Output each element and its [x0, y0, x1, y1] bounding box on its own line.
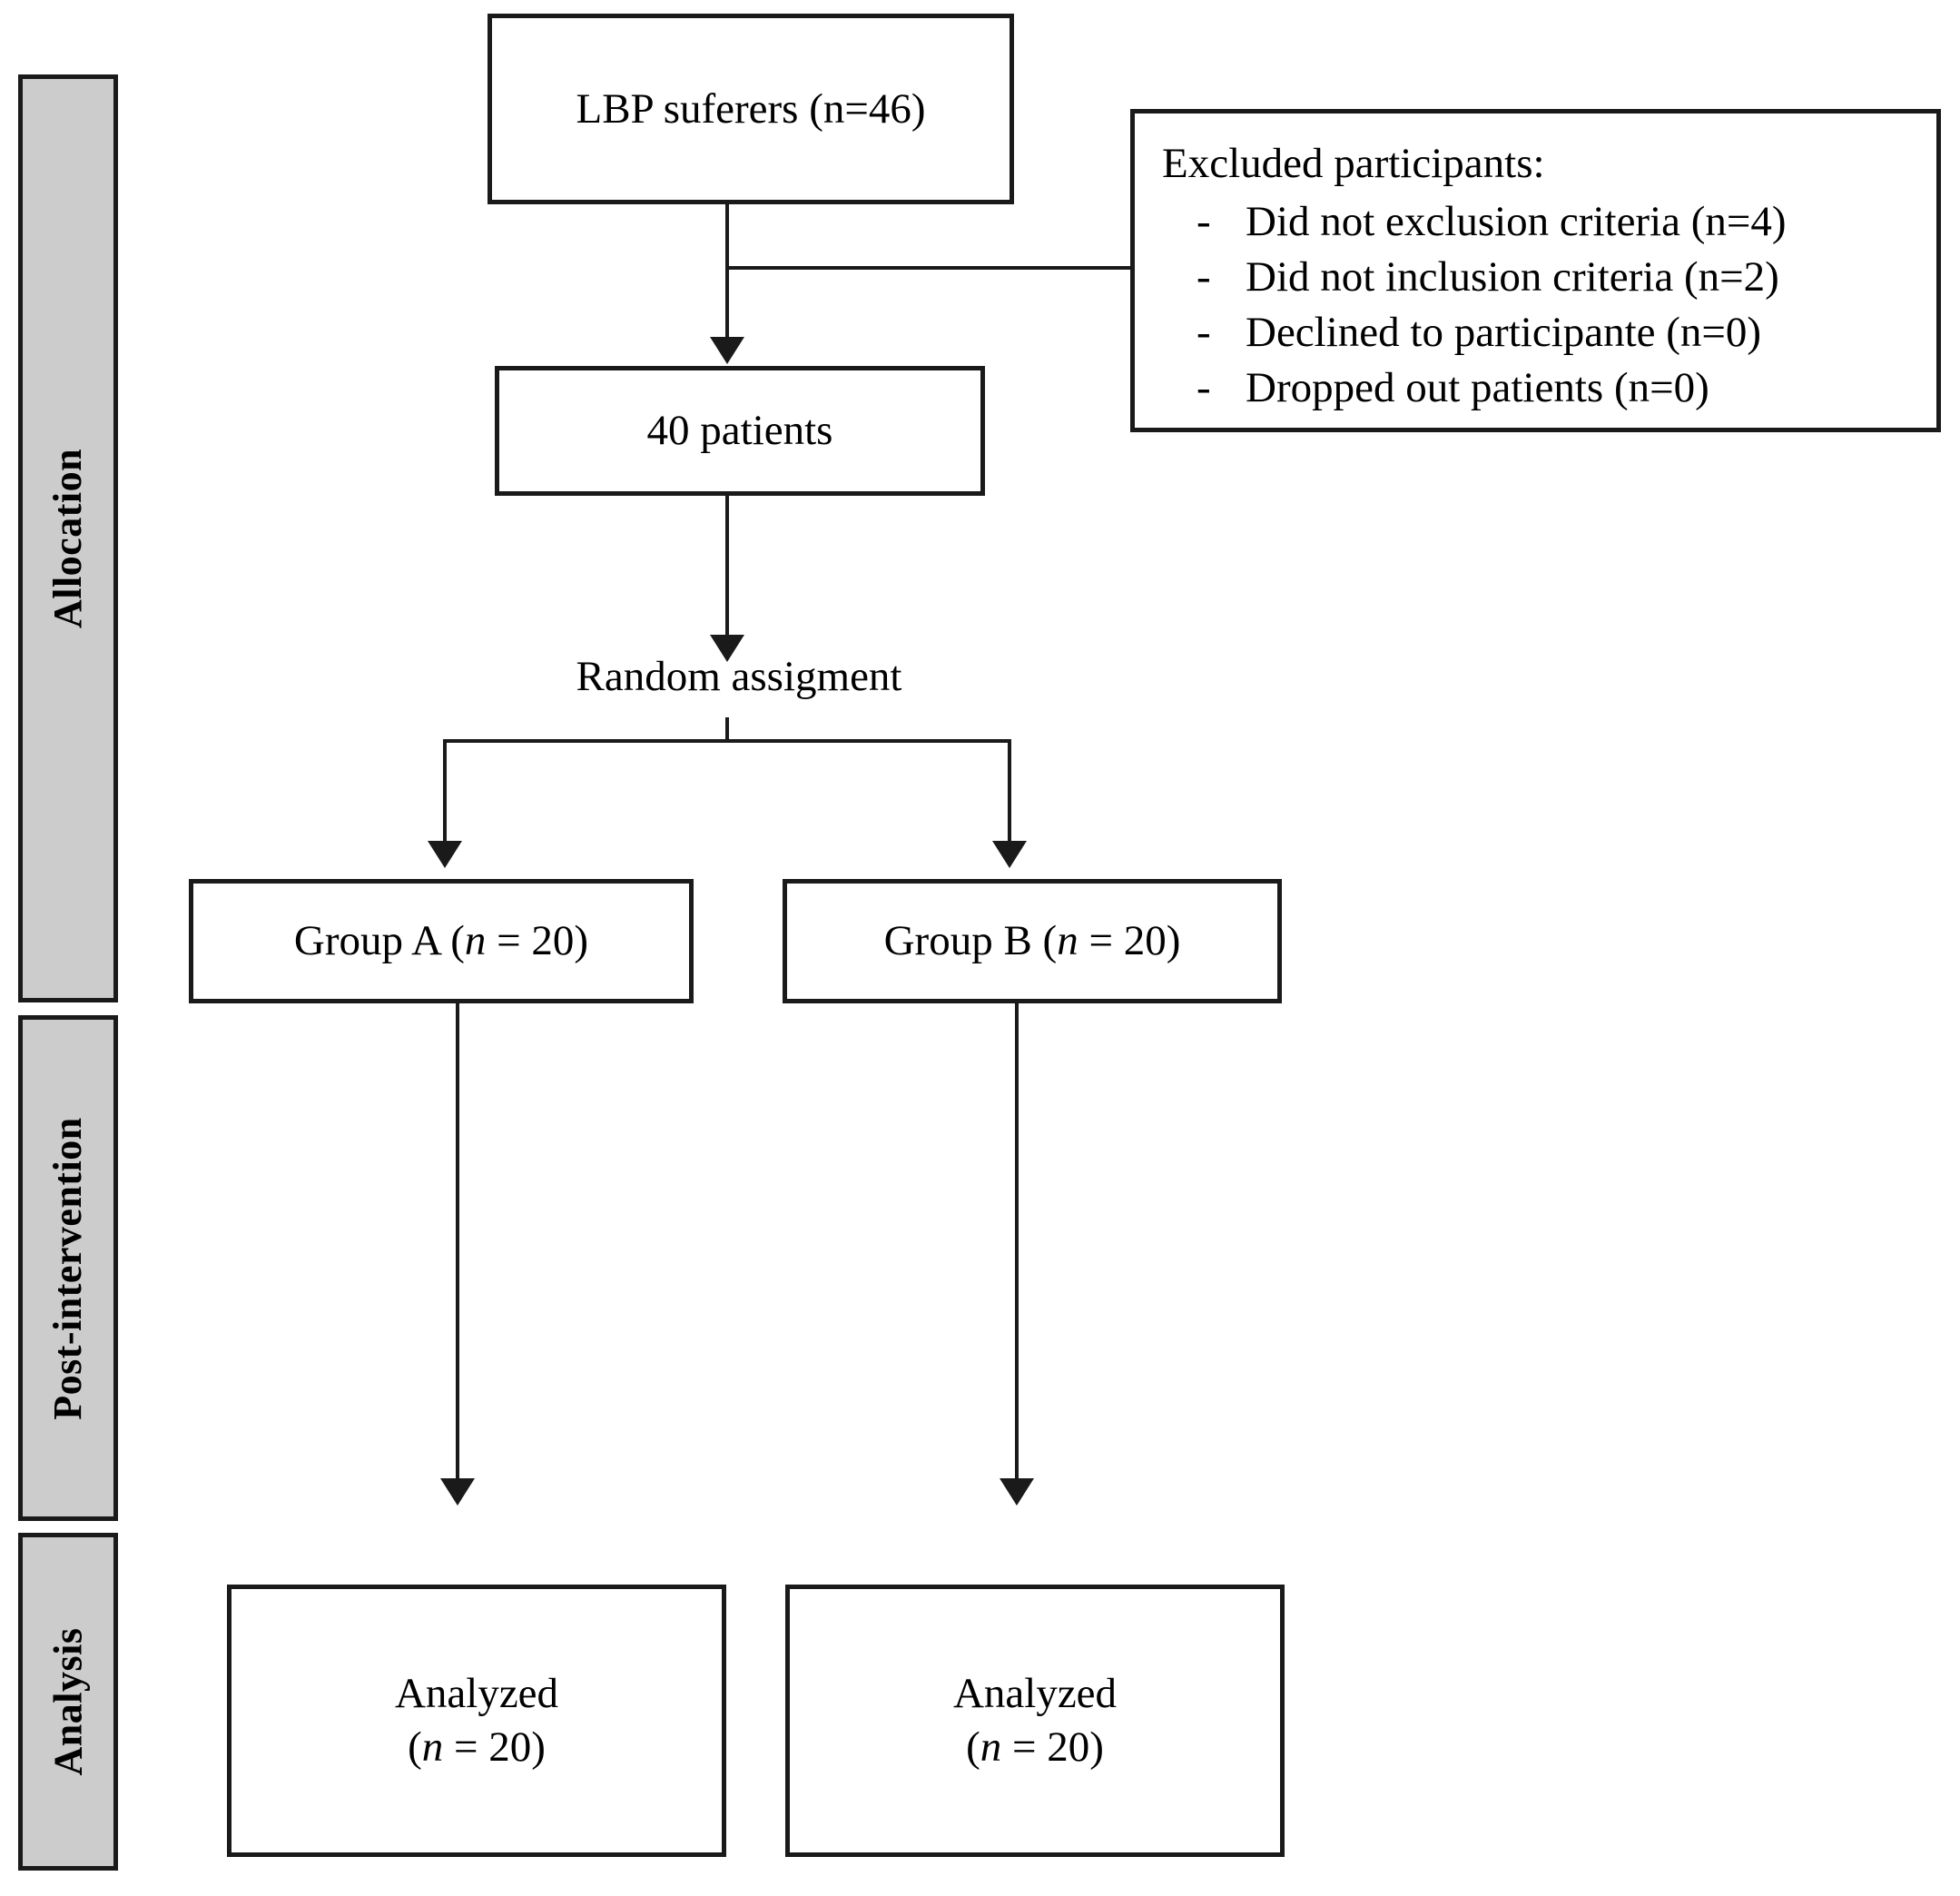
node-analyzed-a: Analyzed (n = 20): [227, 1585, 726, 1857]
arrowhead-enrollment-to-eligible: [710, 337, 744, 364]
group-a-n-symbol: n: [464, 917, 487, 965]
bullet-dash: -: [1197, 197, 1211, 245]
connector-eligible-to-randomization: [725, 496, 729, 638]
node-eligible-patients: 40 patients: [495, 366, 985, 496]
list-item: -Did not inclusion criteria (n=2): [1162, 250, 1787, 305]
connector-group-a-to-analyzed-a: [456, 1003, 459, 1482]
connector-group-b-to-analyzed-b: [1015, 1003, 1019, 1482]
phase-label-allocation: Allocation: [45, 448, 91, 629]
bullet-dash: -: [1197, 308, 1211, 356]
analyzed-b-n-symbol: n: [980, 1723, 1002, 1771]
list-item: -Dropped out patients (n=0): [1162, 360, 1787, 416]
node-group-b: Group B (n = 20): [783, 879, 1282, 1003]
phase-band-post-intervention: Post-intervention: [18, 1015, 118, 1521]
analyzed-b-equals: =: [1001, 1723, 1048, 1771]
analyzed-a-value: 20: [488, 1723, 532, 1771]
phase-band-analysis: Analysis: [18, 1533, 118, 1871]
node-analyzed-b-label: Analyzed (n = 20): [941, 1667, 1129, 1774]
analyzed-b-value: 20: [1047, 1723, 1090, 1771]
group-b-n-symbol: n: [1057, 917, 1078, 965]
analyzed-a-n-symbol: n: [421, 1723, 444, 1771]
excluded-item-text: Did not inclusion criteria (n=2): [1246, 252, 1779, 301]
analyzed-b-line1: Analyzed: [952, 1670, 1118, 1718]
group-b-suffix: ): [1166, 917, 1181, 965]
node-analyzed-a-label: Analyzed (n = 20): [382, 1667, 571, 1774]
node-group-a-label: Group A (n = 20): [281, 914, 601, 968]
excluded-item-text: Dropped out patients (n=0): [1246, 364, 1709, 412]
arrowhead-group-a-to-analyzed-a: [440, 1478, 475, 1506]
analyzed-b-line2: (n = 20): [953, 1721, 1117, 1774]
arrowhead-randomization-to-group-a: [428, 841, 462, 868]
list-item: -Declined to participante (n=0): [1162, 305, 1787, 360]
group-a-equals: =: [486, 917, 532, 965]
group-a-value: 20: [531, 917, 575, 965]
node-group-a: Group A (n = 20): [189, 879, 694, 1003]
node-enrollment: LBP suferers (n=46): [488, 14, 1014, 204]
group-b-value: 20: [1123, 917, 1167, 965]
bullet-dash: -: [1197, 252, 1211, 301]
excluded-item-text: Declined to participante (n=0): [1246, 308, 1762, 356]
group-b-equals: =: [1078, 917, 1124, 965]
connector-randomization-split-bar: [443, 739, 1010, 743]
connector-enrollment-to-eligible: [725, 204, 729, 339]
group-a-prefix: Group A (: [293, 917, 465, 965]
arrowhead-randomization-to-group-b: [992, 841, 1027, 868]
connector-randomization-to-group-a: [443, 739, 447, 844]
phase-label-post-intervention: Post-intervention: [45, 1116, 90, 1420]
analyzed-a-suffix: ): [531, 1723, 546, 1771]
node-enrollment-label: LBP suferers (n=46): [576, 84, 926, 133]
analyzed-b-suffix: ): [1089, 1723, 1104, 1771]
group-b-prefix: Group B (: [883, 917, 1058, 965]
node-analyzed-b: Analyzed (n = 20): [785, 1585, 1285, 1857]
connector-randomization-stem: [725, 717, 729, 741]
list-item: -Did not exclusion criteria (n=4): [1162, 194, 1787, 250]
node-excluded-participants: Excluded participants: -Did not exclusio…: [1130, 109, 1941, 432]
excluded-item-text: Did not exclusion criteria (n=4): [1246, 197, 1787, 245]
analyzed-a-equals: =: [443, 1723, 489, 1771]
phase-label-analysis: Analysis: [45, 1627, 91, 1776]
analyzed-a-prefix: (: [408, 1723, 422, 1771]
node-group-b-label: Group B (n = 20): [872, 914, 1194, 968]
analyzed-a-line1: Analyzed: [394, 1670, 559, 1718]
arrowhead-group-b-to-analyzed-b: [1000, 1478, 1034, 1506]
group-a-suffix: ): [574, 917, 589, 965]
analyzed-b-prefix: (: [966, 1723, 980, 1771]
phase-band-allocation: Allocation: [18, 74, 118, 1002]
node-eligible-label: 40 patients: [646, 407, 833, 455]
excluded-items-list: -Did not exclusion criteria (n=4) -Did n…: [1162, 194, 1787, 416]
connector-to-excluded-box: [725, 266, 1132, 270]
connector-randomization-to-group-b: [1008, 739, 1011, 844]
arrowhead-eligible-to-randomization: [710, 635, 744, 662]
bullet-dash: -: [1197, 364, 1211, 412]
excluded-title: Excluded participants:: [1162, 140, 1545, 187]
analyzed-a-line2: (n = 20): [395, 1721, 558, 1774]
